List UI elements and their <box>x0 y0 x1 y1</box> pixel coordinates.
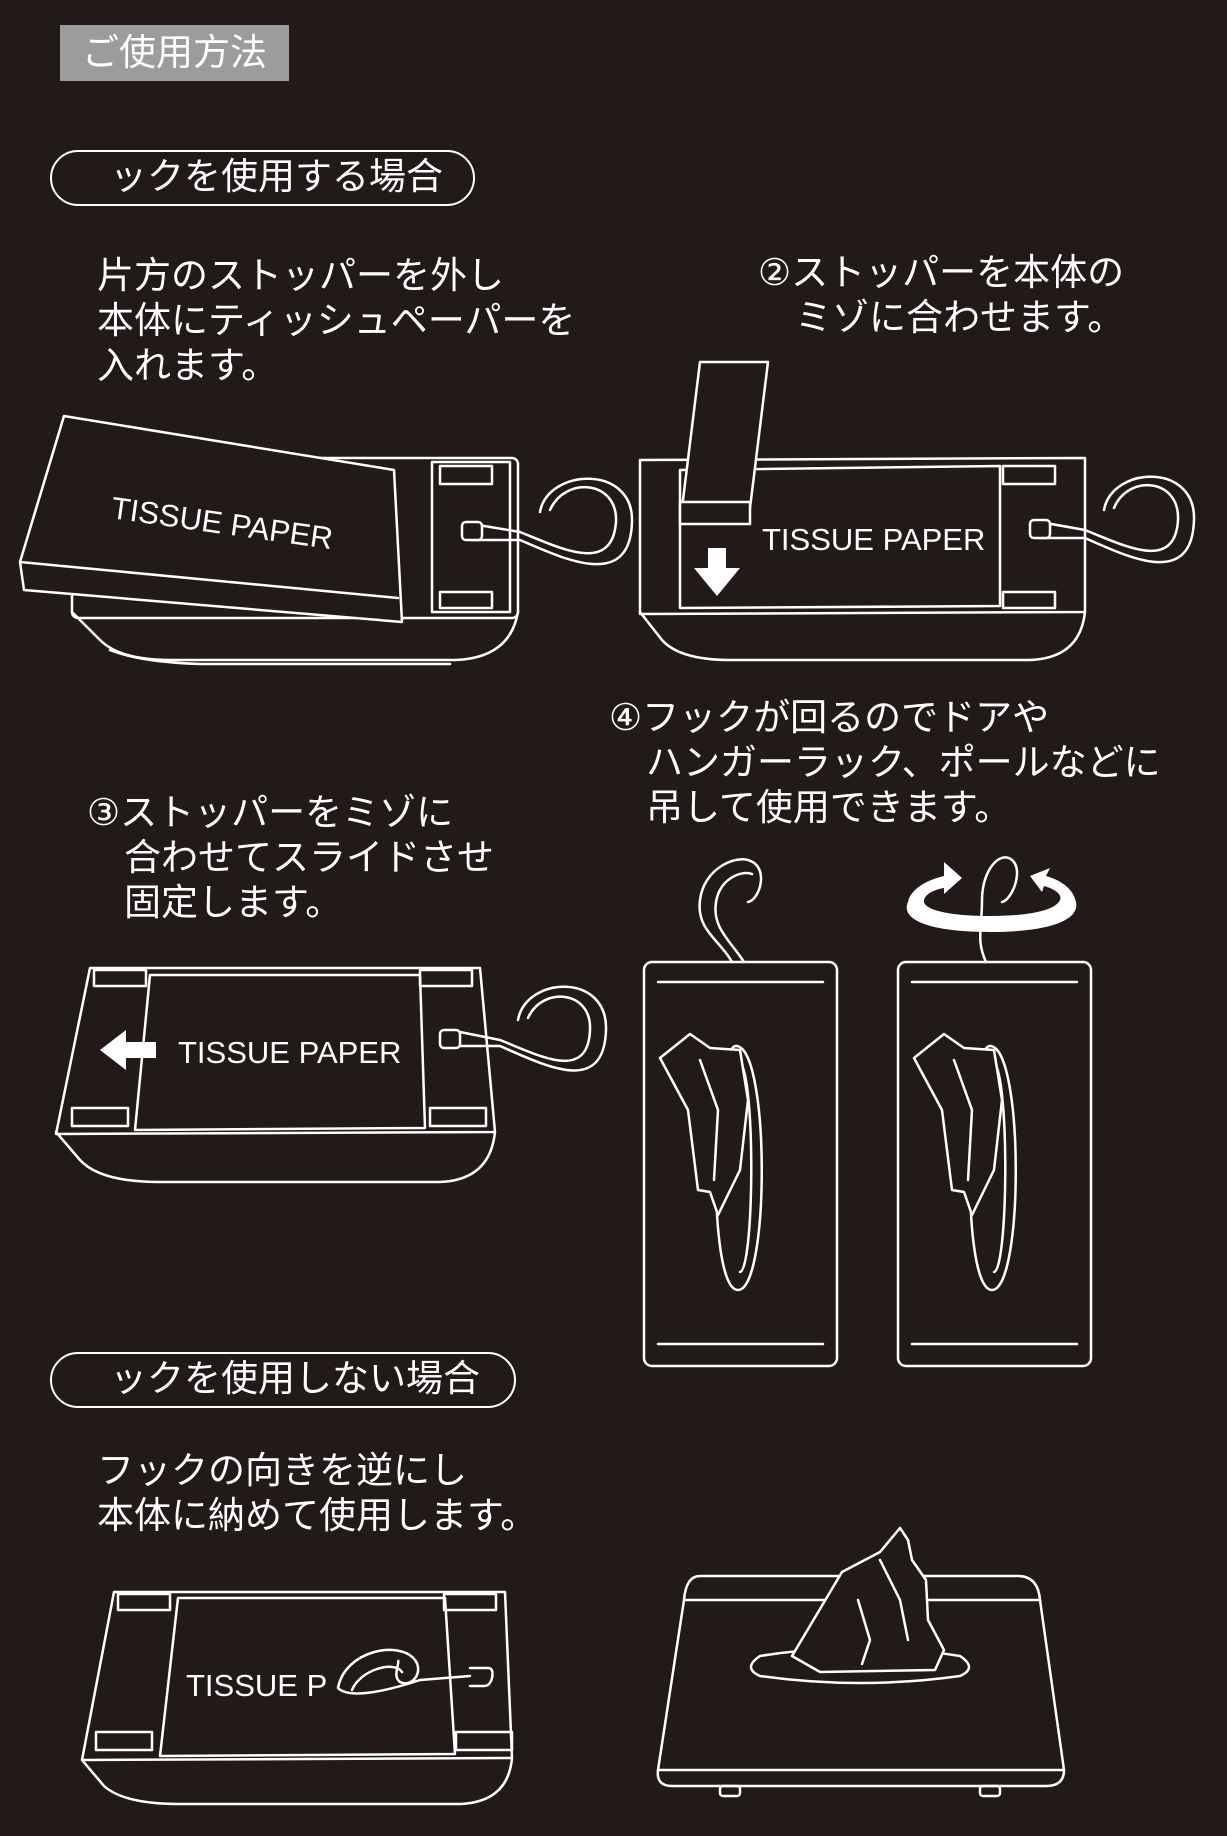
tissue-label-3: TISSUE PAPER <box>178 1035 401 1070</box>
tissue-label-2: TISSUE PAPER <box>762 522 985 557</box>
section-heading-without-hook: ックを使用しない場合 <box>50 1352 516 1408</box>
hook-icon <box>460 477 634 566</box>
illustration-hanging-left <box>642 858 839 1368</box>
illustration-hook-stowed: TISSUE P <box>80 1590 514 1806</box>
hook-icon <box>336 1648 494 1695</box>
hook-icon <box>438 985 608 1072</box>
section-heading-with-hook: ックを使用する場合 <box>50 150 475 206</box>
illustration-insert-tissue: TISSUE PAPER <box>18 414 634 666</box>
arrow-down-icon <box>694 548 740 596</box>
illustration-align-stopper: TISSUE PAPER <box>638 360 1196 662</box>
step-4-text: ④フックが回るのでドアや ハンガーラック、ポールなどに 吊して使用できます。 <box>609 696 1161 829</box>
arrow-left-icon <box>100 1030 156 1070</box>
page-title: ご使用方法 <box>60 25 289 81</box>
step-3-text: ③ストッパーをミゾに 合わせてスライドさせ 固定します。 <box>87 791 494 924</box>
no-hook-instruction-text: フックの向きを逆にし 本体に納めて使用します。 <box>97 1449 538 1537</box>
tissue-label-partial: TISSUE P <box>186 1668 327 1703</box>
illustration-hanging-right <box>896 856 1093 1368</box>
illustration-tissue-box <box>656 1526 1066 1798</box>
illustration-slide-stopper: TISSUE PAPER <box>54 966 608 1184</box>
hook-icon <box>1028 475 1196 564</box>
step-2-text: ②ストッパーを本体の ミゾに合わせます。 <box>758 251 1125 339</box>
step-1-text: 片方のストッパーを外し 本体にティッシュペーパーを 入れます。 <box>97 254 576 387</box>
rotate-icon <box>906 862 1077 932</box>
